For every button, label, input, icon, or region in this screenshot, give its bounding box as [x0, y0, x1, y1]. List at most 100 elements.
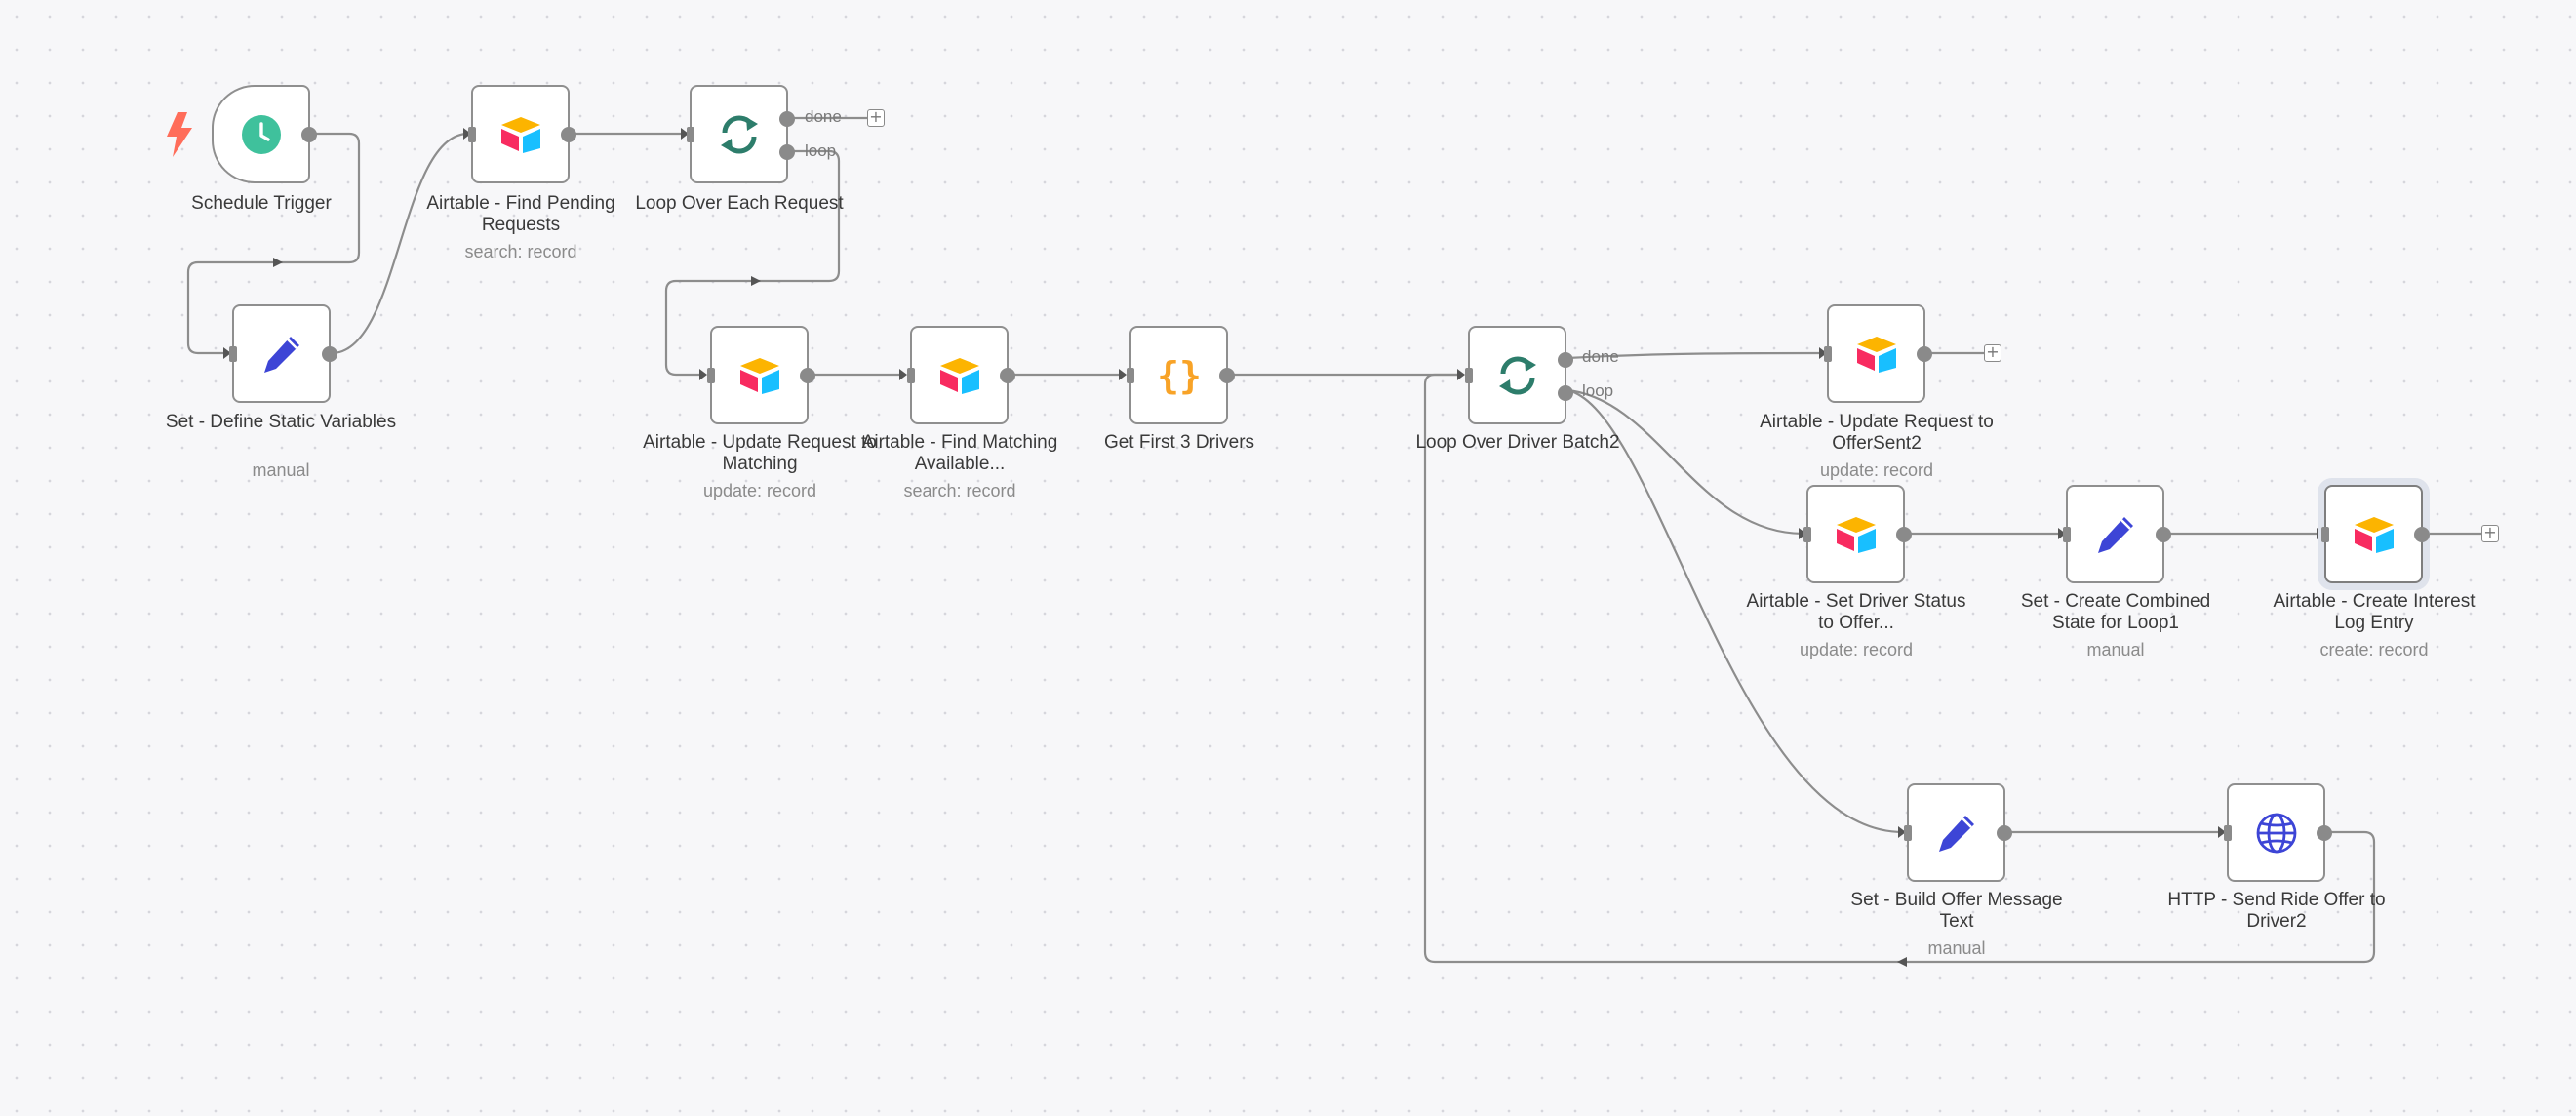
- port-label-done: done: [1582, 347, 1619, 366]
- output-port[interactable]: [322, 345, 337, 362]
- input-port[interactable]: [2063, 526, 2071, 542]
- output-port[interactable]: [1000, 367, 1015, 383]
- node-label: Get First 3 Drivers: [1103, 432, 1255, 453]
- add-node-button[interactable]: +: [867, 109, 885, 127]
- input-port[interactable]: [1824, 345, 1832, 362]
- node-label: Loop Over Driver Batch2: [1415, 432, 1620, 453]
- output-port[interactable]: [2156, 526, 2171, 542]
- output-port[interactable]: [1219, 367, 1235, 383]
- node-airtable-set-driver-status[interactable]: [1803, 485, 1912, 583]
- connection-arrow: [699, 369, 707, 380]
- node-label: HTTP - Send Ride Offer to Driver2: [2167, 890, 2386, 932]
- node-loop-each-request[interactable]: [687, 85, 795, 183]
- node-subtitle: manual: [252, 460, 310, 480]
- output-port[interactable]: [1997, 824, 2012, 841]
- output-port[interactable]: [301, 126, 317, 142]
- connection-arrow: [2058, 528, 2066, 539]
- node-airtable-find-matching[interactable]: [907, 326, 1015, 424]
- node-label: Airtable - Update Request to OfferSent2: [1760, 412, 1994, 454]
- node-set-define-static[interactable]: [229, 304, 337, 403]
- output-port[interactable]: [1917, 345, 1932, 362]
- node-http-send-offer[interactable]: [2224, 783, 2332, 882]
- input-port[interactable]: [2321, 526, 2329, 542]
- node-set-combined-state[interactable]: [2063, 485, 2171, 583]
- node-label: Schedule Trigger: [191, 193, 332, 214]
- input-port[interactable]: [707, 367, 715, 383]
- node-label: Airtable - Create Interest Log Entry: [2273, 591, 2476, 633]
- clock-icon: [237, 110, 286, 159]
- input-port[interactable]: [687, 126, 694, 142]
- node-set-build-offer[interactable]: [1904, 783, 2012, 882]
- airtable-icon: [496, 110, 545, 159]
- add-node-button[interactable]: +: [2481, 525, 2499, 542]
- connection-arrow: [1457, 369, 1465, 380]
- node-label: Set - Create Combined State for Loop1: [2020, 591, 2211, 633]
- output-port-done[interactable]: [1558, 352, 1573, 368]
- node-airtable-update-offersent[interactable]: [1824, 304, 1932, 403]
- globe-icon: [2252, 809, 2301, 857]
- output-port[interactable]: [1896, 526, 1912, 542]
- node-subtitle: manual: [2086, 640, 2145, 659]
- node-airtable-find-pending[interactable]: [468, 85, 576, 183]
- airtable-icon: [2350, 510, 2398, 559]
- node-subtitle: update: record: [1799, 640, 1914, 659]
- output-port[interactable]: [2317, 824, 2332, 841]
- input-port[interactable]: [468, 126, 476, 142]
- connection-arrow: [223, 347, 231, 359]
- connection-batch-loop-to-driver-status[interactable]: [1566, 388, 1804, 536]
- node-label: Airtable - Update Request to Matching: [643, 432, 877, 474]
- connection-arrow: [273, 258, 283, 267]
- connection-batch-done-to-offersent[interactable]: [1566, 351, 1825, 360]
- pencil-icon: [2091, 510, 2140, 559]
- airtable-icon: [1832, 510, 1881, 559]
- node-label: Airtable - Find Matching Available...: [861, 432, 1058, 474]
- connection-batch-loop-to-build-offer[interactable]: [1566, 388, 1904, 834]
- connection-arrow: [1119, 369, 1127, 380]
- node-subtitle: update: record: [1819, 460, 1934, 480]
- output-port-done[interactable]: [779, 111, 795, 127]
- connection-arrow: [751, 276, 761, 286]
- node-label: Set - Define Static Variables: [165, 412, 397, 432]
- airtable-icon: [735, 351, 784, 400]
- airtable-icon: [935, 351, 984, 400]
- input-port[interactable]: [1803, 526, 1811, 542]
- code-braces-icon: {}: [1155, 351, 1204, 400]
- output-port[interactable]: [800, 367, 815, 383]
- node-subtitle: create: record: [2319, 640, 2429, 659]
- node-loop-driver-batch[interactable]: [1465, 326, 1573, 424]
- add-node-button[interactable]: +: [1984, 344, 2001, 362]
- input-port[interactable]: [1127, 367, 1134, 383]
- trigger-bolt-icon: [167, 112, 192, 157]
- output-port[interactable]: [2414, 526, 2430, 542]
- node-schedule-trigger[interactable]: [212, 85, 317, 183]
- loop-icon: [715, 110, 764, 159]
- loop-icon: [1493, 351, 1542, 400]
- pencil-icon: [258, 330, 306, 379]
- input-port[interactable]: [229, 345, 237, 362]
- node-label: Loop Over Each Request: [635, 193, 844, 214]
- node-airtable-update-matching[interactable]: [707, 326, 815, 424]
- output-port-loop[interactable]: [779, 144, 795, 160]
- output-port-loop[interactable]: [1558, 385, 1573, 401]
- node-label: Set - Build Offer Message Text: [1850, 890, 2063, 932]
- node-get-first-drivers[interactable]: {}: [1127, 326, 1235, 424]
- airtable-icon: [1852, 330, 1901, 379]
- node-subtitle: search: record: [903, 481, 1016, 500]
- connection-arrow: [1799, 528, 1806, 539]
- input-port[interactable]: [907, 367, 915, 383]
- connection-arrow: [681, 128, 689, 140]
- port-label-done: done: [805, 107, 842, 126]
- input-port[interactable]: [1465, 367, 1473, 383]
- connection-arrow: [1898, 826, 1906, 838]
- output-port[interactable]: [561, 126, 576, 142]
- connection-arrow: [463, 128, 471, 140]
- port-label-loop: loop: [1582, 381, 1614, 400]
- input-port[interactable]: [2224, 824, 2232, 841]
- node-subtitle: manual: [1927, 938, 1986, 958]
- node-airtable-interest-log[interactable]: [2321, 485, 2430, 583]
- input-port[interactable]: [1904, 824, 1912, 841]
- connection-arrow: [1819, 347, 1827, 359]
- connection-set-to-find-pending[interactable]: [331, 132, 469, 355]
- node-label: Airtable - Set Driver Status to Offer...: [1746, 591, 1966, 633]
